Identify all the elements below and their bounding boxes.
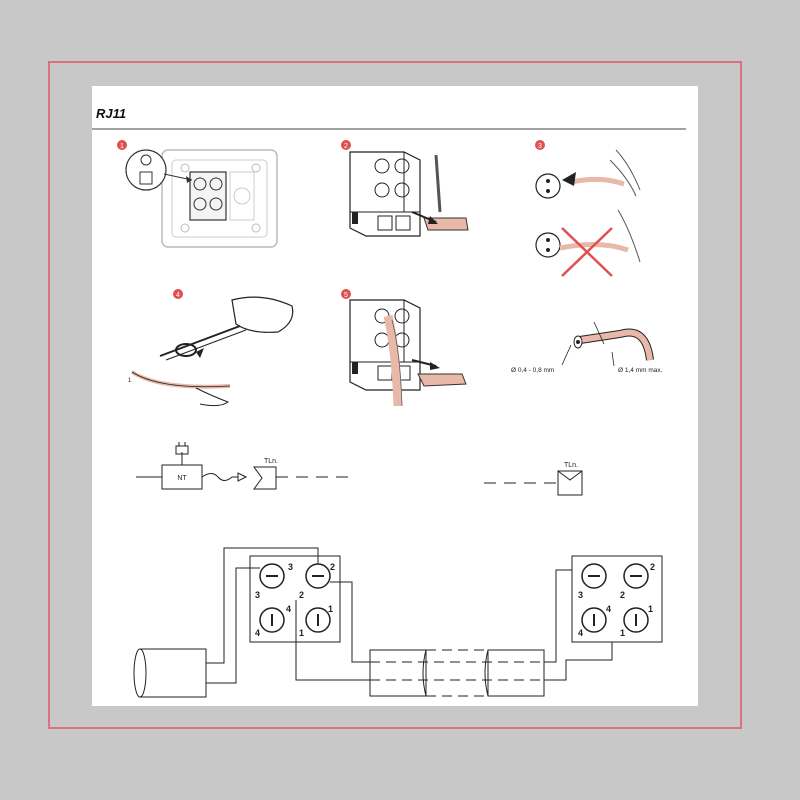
conductor-diameter-label: Ø 0,4 - 0,8 mm	[511, 367, 554, 374]
tln-socket-right-icon	[557, 470, 583, 496]
svg-text:4: 4	[286, 604, 291, 614]
step-3-badge	[535, 140, 545, 150]
right-terminal-2: 2 2	[620, 562, 655, 600]
right-terminal-3: 3	[578, 563, 607, 600]
socket-terminal-block-icon	[125, 149, 278, 248]
svg-text:3: 3	[578, 590, 583, 600]
svg-text:2: 2	[650, 562, 655, 572]
right-terminal-4: 4 4	[578, 604, 611, 638]
step-2-number: 2	[344, 143, 348, 150]
step-1-panel: 1	[117, 140, 278, 248]
step-5-number: 5	[344, 292, 348, 299]
step-5-badge	[341, 289, 351, 299]
line-schematic: NT TLn. TLn.	[136, 442, 583, 496]
svg-text:2: 2	[620, 590, 625, 600]
svg-text:1: 1	[620, 628, 625, 638]
wiring-diagram: 3 3 2 2 4 4 1 1	[133, 547, 663, 698]
step-2-badge	[341, 140, 351, 150]
step-4-badge	[173, 289, 183, 299]
plug-icon	[175, 445, 189, 455]
tln-label-left: TLn.	[264, 458, 278, 465]
step-2-panel: 2	[341, 140, 469, 237]
cable-segment-right	[487, 649, 545, 697]
svg-text:1: 1	[648, 604, 653, 614]
svg-text:1: 1	[299, 628, 304, 638]
step-1-number: 1	[120, 143, 124, 150]
svg-text:1: 1	[328, 604, 333, 614]
svg-text:4: 4	[255, 628, 260, 638]
tln-label-right: TLn.	[564, 462, 578, 469]
nt-label: NT	[177, 475, 187, 482]
left-terminal-block	[249, 555, 341, 643]
step-1-badge	[117, 140, 127, 150]
outer-frame	[48, 61, 742, 729]
right-terminal-1: 1 1	[620, 604, 653, 638]
wire-insertion-correct-incorrect-icon	[535, 149, 641, 277]
left-terminal-1: 1 1	[299, 604, 333, 638]
insert-wire-terminal-icon	[349, 151, 469, 237]
svg-text:2: 2	[330, 562, 335, 572]
tln-socket-left-icon	[253, 466, 277, 490]
svg-text:2: 2	[299, 590, 304, 600]
step-3-number: 3	[538, 143, 542, 150]
svg-text:4: 4	[578, 628, 583, 638]
wire-spec-panel: Ø 0,4 - 0,8 mm Ø 1,4 mm max.	[511, 321, 663, 374]
page-title: RJ11	[96, 106, 127, 121]
svg-text:4: 4	[606, 604, 611, 614]
strip-wire-screwdriver-icon: 1	[128, 296, 294, 407]
left-terminal-4: 4 4	[255, 604, 291, 638]
wired-terminal-block-icon	[349, 299, 467, 407]
wire-cross-section-icon	[561, 321, 654, 367]
step-4-panel: 4 1	[128, 289, 294, 407]
left-terminal-3: 3 3	[255, 562, 293, 600]
incoming-cable	[139, 648, 207, 698]
cable-segment-left	[369, 649, 427, 697]
step-4-number: 4	[176, 292, 180, 299]
svg-text:1: 1	[128, 378, 132, 384]
step-3-panel: 3	[535, 140, 641, 277]
svg-text:3: 3	[288, 562, 293, 572]
svg-text:3: 3	[255, 590, 260, 600]
step-5-panel: 5	[341, 289, 467, 407]
insulation-diameter-label: Ø 1,4 mm max.	[618, 367, 663, 374]
